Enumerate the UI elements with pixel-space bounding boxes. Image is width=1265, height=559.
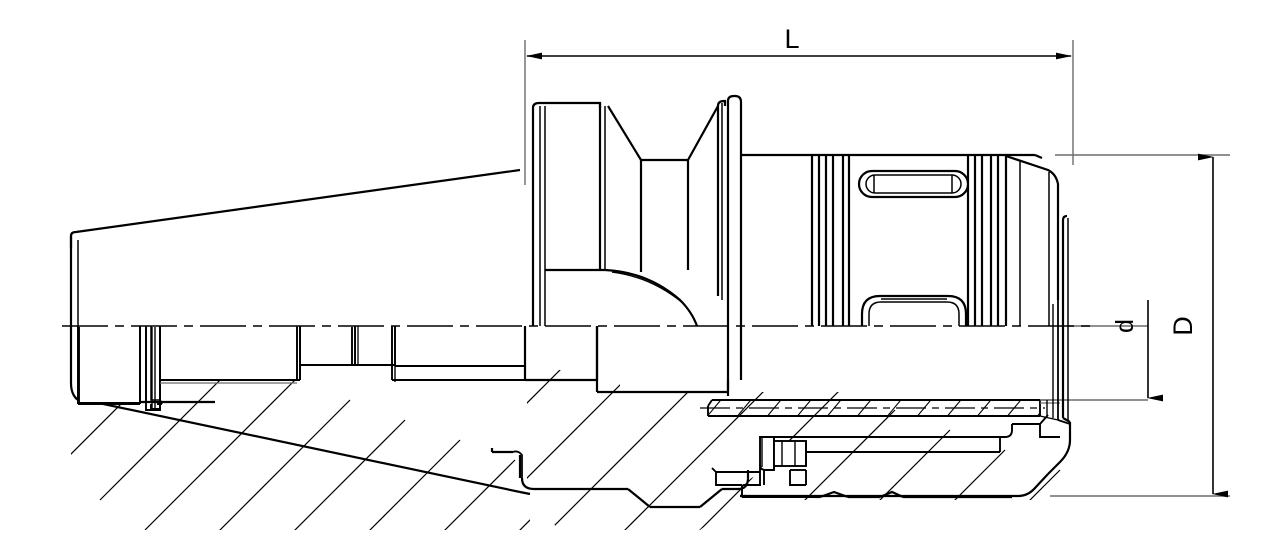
front-face-corner-top	[1061, 214, 1068, 221]
screw-bore-upper	[1012, 423, 1060, 438]
flange-od-corner	[726, 94, 735, 102]
section-hatching	[71, 365, 1065, 530]
taper-lower-profile	[74, 396, 521, 494]
drive-slot-lower-inner	[868, 301, 960, 326]
gauge-flange	[523, 94, 743, 396]
taper-upper-profile	[69, 168, 521, 248]
nose-chamfer-profile	[1005, 154, 1060, 300]
v-groove-right-face	[687, 105, 719, 161]
bore-cavity-2	[145, 327, 161, 411]
flange-bottom-left-radius	[520, 477, 560, 491]
flange-radius-fillet-b	[611, 271, 685, 305]
drive-slot-upper	[857, 169, 970, 199]
body-lower-outline	[739, 490, 1012, 499]
clamping-bore-hatch	[709, 400, 1040, 417]
chuck-body	[740, 153, 1072, 498]
bore-step-1c	[150, 326, 160, 401]
body-bottom-notch-2	[879, 490, 904, 499]
dimension-D: D	[1050, 153, 1230, 498]
bore-cavity-1	[78, 327, 141, 404]
flange-radius-fillet	[604, 268, 699, 327]
drive-slot-lower	[860, 294, 968, 326]
hatch-body	[527, 370, 1065, 530]
actuating-screw	[711, 414, 1060, 498]
groove-left-slope	[627, 488, 651, 508]
drive-slot-upper-inner	[865, 174, 962, 194]
taper-lower-end	[519, 490, 531, 496]
groove-right-slope	[699, 488, 723, 508]
nose-sleeve-detail	[1052, 300, 1071, 425]
body-bottom-notch	[819, 490, 849, 499]
dimension-label-L: L	[784, 24, 799, 54]
dimension-L: L	[524, 24, 1074, 185]
flange-left-top	[531, 101, 602, 109]
screw-seat-chamfer	[711, 467, 717, 473]
nose-top-edge	[1034, 153, 1043, 160]
nose-lower-chamfer	[1047, 422, 1072, 475]
screw-bore-chamfer	[1039, 414, 1049, 425]
retention-v-groove	[490, 448, 750, 509]
body-lower-radius	[1010, 473, 1049, 498]
sleeve-bottom-join	[1057, 419, 1071, 425]
clamping-bore-chamfer-left	[707, 399, 713, 407]
drive-slot-upper-outline	[857, 169, 970, 199]
dimension-label-d: d	[1111, 319, 1139, 333]
shank-bore-simplified	[79, 327, 139, 403]
clamping-bore	[700, 399, 1060, 421]
dimension-d: d	[1040, 300, 1163, 402]
bore-fill-1	[79, 327, 139, 403]
sleeve-line-bottom	[1039, 415, 1059, 421]
flange-bottom-right-radius	[722, 470, 750, 491]
shank-bore-lines	[78, 327, 525, 411]
front-face-bottom	[1062, 417, 1071, 423]
screw-hex-socket	[773, 440, 807, 467]
bore-step-mid	[351, 327, 392, 366]
screw-bore-radius	[1004, 424, 1013, 438]
dimension-label-D: D	[1168, 316, 1198, 336]
flange-left-notch	[512, 450, 523, 478]
body-bottom-left-seg	[739, 494, 821, 499]
flange-od-outer	[734, 94, 743, 380]
screw-counterbore	[789, 470, 806, 486]
drive-slot-lower-outline	[860, 294, 968, 326]
v-groove-left-face	[607, 105, 642, 161]
